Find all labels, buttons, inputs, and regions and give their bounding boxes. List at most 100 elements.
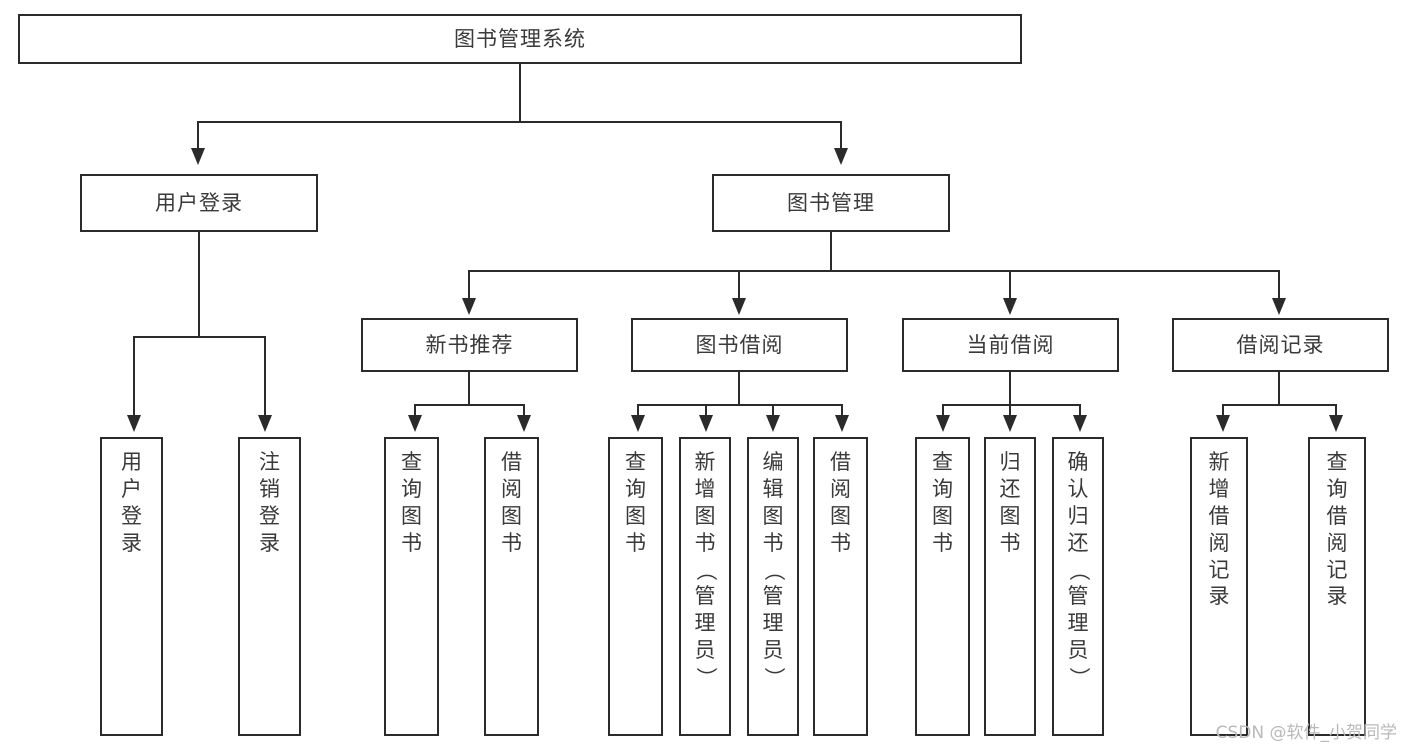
arrow-to-leaf-user-login (127, 415, 141, 432)
arrow-to-leaf-query-record (1329, 415, 1343, 432)
node-label-vertical: 查询图书 (932, 449, 953, 557)
label-char: 图 (932, 503, 953, 528)
node-label-vertical: 查询借阅记录 (1327, 449, 1348, 610)
label-char: 员 (762, 638, 784, 663)
label-char: （ (693, 559, 718, 581)
label-char: 书 (932, 530, 953, 555)
label-char: 图 (999, 503, 1021, 528)
label-char: ） (1066, 666, 1091, 688)
label-char: 阅 (1326, 530, 1348, 555)
node-label: 图书管理 (787, 190, 875, 215)
node-label-vertical: 编辑图书（管理员） (761, 449, 786, 691)
arrow-to-leaf-query-book-3 (936, 415, 950, 432)
label-char: 图 (501, 503, 522, 528)
label-char: 书 (401, 530, 422, 555)
label-char: ） (761, 666, 786, 688)
connector-bb-c2 (705, 404, 707, 418)
connector-nbr-right (523, 404, 525, 418)
label-char: 书 (625, 530, 646, 555)
node-leaf-return-book[interactable]: 归还图书 (984, 437, 1036, 736)
label-char: 查 (625, 450, 646, 474)
label-char: 查 (1326, 450, 1348, 474)
arrow-to-leaf-query-book-2 (631, 415, 645, 432)
connector-cb-c3 (1079, 404, 1081, 418)
label-char: 书 (830, 530, 851, 555)
label-char: 理 (694, 611, 716, 636)
label-char: 户 (121, 476, 142, 501)
label-char: 还 (999, 476, 1021, 501)
node-leaf-query-book-2[interactable]: 查询图书 (608, 437, 663, 736)
arrow-to-leaf-query-book-1 (408, 415, 422, 432)
connector-br-bar (1222, 404, 1337, 406)
label-char: 注 (259, 450, 280, 474)
label-char: 借 (830, 450, 851, 474)
connector-bm-to-book-borrow (738, 270, 740, 300)
connector-bb-c3 (772, 404, 774, 418)
arrow-to-leaf-borrow-book-2 (835, 415, 849, 432)
node-leaf-query-book-1[interactable]: 查询图书 (384, 437, 439, 736)
label-char: 记 (1208, 557, 1230, 582)
connector-bb-bar (637, 404, 843, 406)
label-char: 增 (694, 476, 716, 501)
label-char: 书 (501, 530, 522, 555)
connector-cb-bar (942, 404, 1081, 406)
label-char: 书 (762, 530, 784, 555)
connector-cb-c2 (1009, 404, 1011, 418)
node-leaf-add-book[interactable]: 新增图书（管理员） (679, 437, 731, 736)
label-char: 录 (1326, 584, 1348, 609)
node-leaf-add-record[interactable]: 新增借阅记录 (1190, 437, 1248, 736)
arrow-to-current-borrow (1003, 298, 1017, 315)
node-borrow-record[interactable]: 借阅记录 (1172, 318, 1389, 372)
node-leaf-logout[interactable]: 注销登录 (238, 437, 301, 736)
connector-br-left (1222, 404, 1224, 418)
node-book-borrow[interactable]: 图书借阅 (631, 318, 848, 372)
label-char: 图 (625, 503, 646, 528)
connector-user-login-right (264, 336, 266, 417)
node-book-management[interactable]: 图书管理 (712, 174, 950, 232)
node-user-login[interactable]: 用户登录 (80, 174, 318, 232)
label-char: 销 (259, 476, 280, 501)
connector-root-stem (519, 64, 521, 122)
label-char: 查 (401, 450, 422, 474)
connector-nbr-stem (468, 372, 470, 405)
label-char: 理 (762, 611, 784, 636)
label-char: 增 (1208, 476, 1230, 501)
connector-book-manage-stem (830, 232, 832, 271)
node-leaf-edit-book[interactable]: 编辑图书（管理员） (747, 437, 799, 736)
node-leaf-query-record[interactable]: 查询借阅记录 (1308, 437, 1366, 736)
connector-nbr-left (414, 404, 416, 418)
label-char: 辑 (762, 476, 784, 501)
connector-cb-stem (1009, 372, 1011, 405)
connector-br-stem (1278, 372, 1280, 405)
connector-cb-c1 (942, 404, 944, 418)
label-char: 登 (121, 503, 142, 528)
label-char: 阅 (830, 476, 851, 501)
label-char: 询 (932, 476, 953, 501)
label-char: 询 (625, 476, 646, 501)
label-char: 询 (1326, 476, 1348, 501)
node-label-vertical: 查询图书 (625, 449, 646, 557)
label-char: 管 (762, 584, 784, 609)
node-leaf-user-login[interactable]: 用户登录 (100, 437, 163, 736)
node-root-book-management-system[interactable]: 图书管理系统 (18, 14, 1022, 64)
label-char: 归 (1067, 503, 1089, 528)
node-label-vertical: 新增借阅记录 (1209, 449, 1230, 610)
node-label: 用户登录 (155, 190, 243, 215)
label-char: 认 (1067, 476, 1089, 501)
label-char: 借 (501, 450, 522, 474)
arrow-to-leaf-return-book (1003, 415, 1017, 432)
node-label: 图书管理系统 (454, 26, 586, 51)
node-current-borrow[interactable]: 当前借阅 (902, 318, 1119, 372)
label-char: 确 (1067, 450, 1089, 474)
label-char: 图 (830, 503, 851, 528)
node-leaf-borrow-book-1[interactable]: 借阅图书 (484, 437, 539, 736)
arrow-to-leaf-edit-book (766, 415, 780, 432)
node-new-book-recommend[interactable]: 新书推荐 (361, 318, 578, 372)
node-leaf-query-book-3[interactable]: 查询图书 (915, 437, 970, 736)
node-leaf-confirm-return[interactable]: 确认归还（管理员） (1052, 437, 1104, 736)
label-char: 管 (1067, 584, 1089, 609)
label-char: 登 (259, 503, 280, 528)
node-label: 当前借阅 (966, 332, 1055, 357)
node-leaf-borrow-book-2[interactable]: 借阅图书 (813, 437, 868, 736)
